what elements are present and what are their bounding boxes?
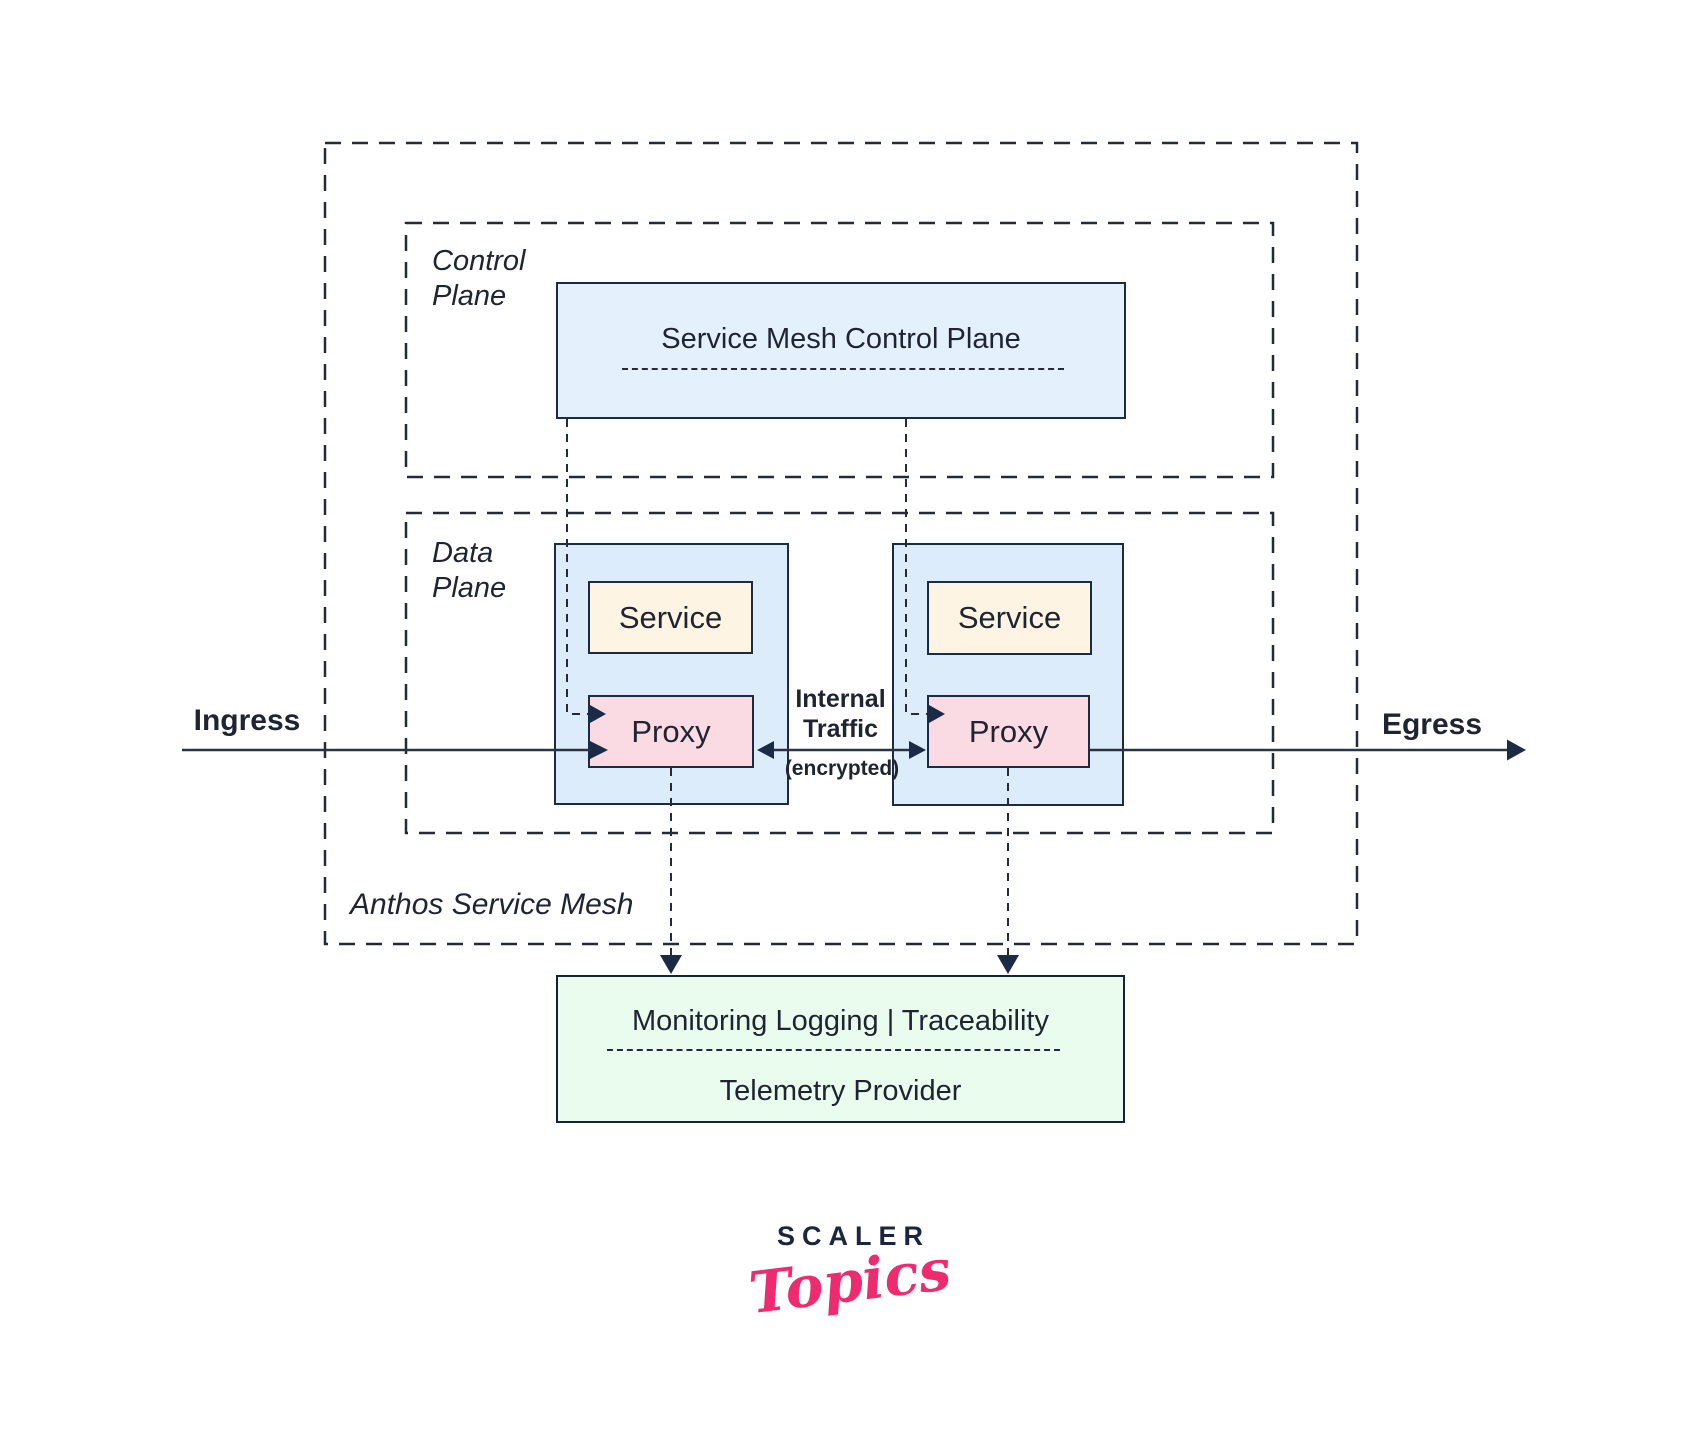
telemetry-provider-label: Telemetry Provider — [719, 1075, 962, 1107]
telemetry-dashed-divider — [607, 1049, 1060, 1051]
telemetry-monitoring-label: Monitoring Logging | Traceability — [632, 1005, 1049, 1037]
anthos-service-mesh-label: Anthos Service Mesh — [350, 888, 634, 921]
proxy-label-left: Proxy — [631, 713, 711, 749]
service-box-left: Service — [588, 581, 753, 654]
scaler-logo-brand: SCALER — [776, 1221, 930, 1251]
ingress-label: Ingress — [193, 704, 301, 737]
proxy-box-right: Proxy — [927, 695, 1090, 768]
internal-traffic-label: Internal Traffic — [795, 685, 886, 743]
data-plane-label: Data Plane — [432, 537, 507, 604]
proxy-box-left: Proxy — [588, 695, 754, 768]
service-mesh-control-plane-box: Service Mesh Control Plane — [556, 282, 1126, 419]
service-label-right: Service — [957, 600, 1062, 635]
right-telemetry-arrowhead-icon — [997, 955, 1019, 974]
proxy-label-right: Proxy — [968, 713, 1049, 749]
smcp-dashed-underline — [622, 368, 1064, 370]
control-plane-label: Control Plane — [432, 245, 526, 312]
left-telemetry-arrowhead-icon — [660, 955, 682, 974]
service-mesh-control-plane-title: Service Mesh Control Plane — [661, 323, 1021, 355]
egress-arrowhead-icon — [1507, 739, 1526, 761]
egress-label: Egress — [1381, 708, 1483, 741]
telemetry-provider-box: Monitoring Logging | Traceability Teleme… — [556, 975, 1125, 1123]
service-box-right: Service — [927, 581, 1092, 655]
service-label-left: Service — [618, 599, 723, 635]
encrypted-label: (encrypted) — [784, 757, 900, 780]
data-plane-dashed-box — [404, 511, 1275, 835]
